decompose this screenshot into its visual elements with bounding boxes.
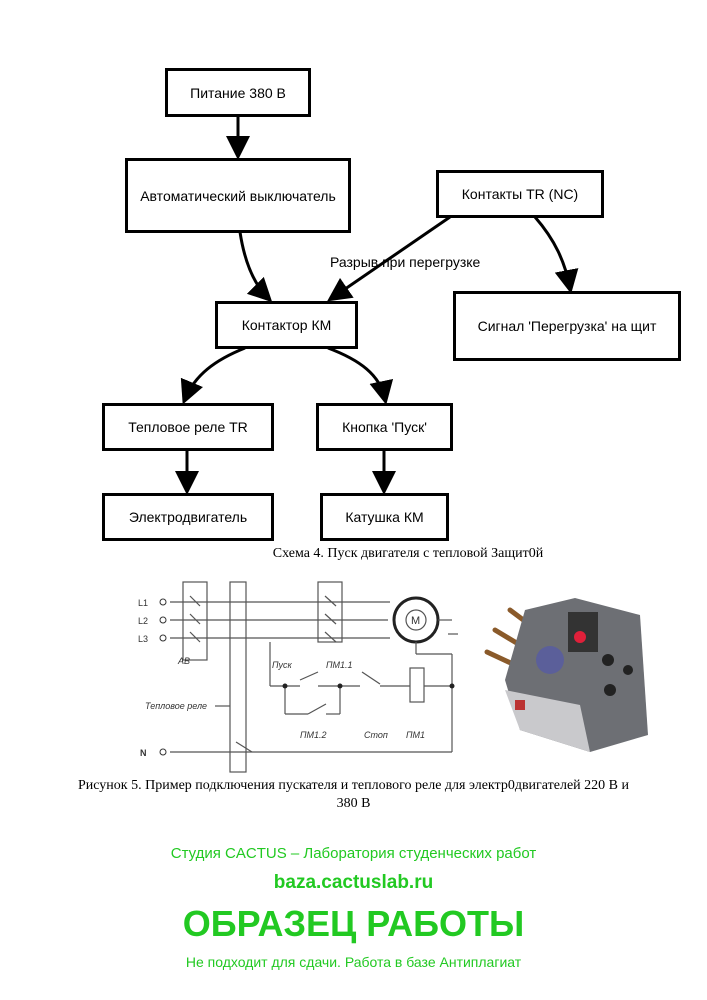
- label-motor-m: M: [411, 615, 420, 627]
- node-contactor: Контактор КМ: [215, 301, 358, 349]
- node-thermal-relay: Тепловое реле TR: [102, 403, 274, 451]
- label-pm12: ПМ1.2: [300, 730, 327, 740]
- arrow-contactor-thermal: [180, 346, 246, 405]
- caption-scheme-4: Схема 4. Пуск двигателя с тепловой Защит…: [272, 546, 544, 561]
- edge-label: Разрыв при перегрузке: [330, 254, 481, 270]
- arrow-contactor-button: [327, 346, 394, 405]
- label-l3: L3: [138, 634, 148, 644]
- watermark-sample: ОБРАЗЕЦ РАБОТЫ: [182, 903, 525, 944]
- label-stop: Стоп: [364, 730, 388, 740]
- arrow-trcontacts-contactor: [327, 215, 451, 302]
- watermark-studio: Студия CACTUS – Лаборатория студенческих…: [170, 845, 537, 862]
- node-start-button: Кнопка 'Пуск': [316, 403, 453, 451]
- watermark-notice: Не подходит для сдачи. Работа в базе Ант…: [185, 954, 522, 970]
- caption-figure-5-line1: Рисунок 5. Пример подключения пускателя …: [78, 778, 629, 793]
- arrow-breaker-contactor: [238, 231, 273, 303]
- caption-figure-5-line2: 380 В: [336, 796, 371, 811]
- node-breaker: Автоматический выключатель: [125, 158, 351, 233]
- node-signal: Сигнал 'Перегрузка' на щит: [453, 291, 681, 361]
- label-start: Пуск: [272, 660, 293, 670]
- label-l1: L1: [138, 598, 148, 608]
- node-motor: Электродвигатель: [102, 493, 274, 541]
- label-thermal-relay: Тепловое реле: [145, 701, 207, 711]
- label-pm1: ПМ1: [406, 730, 425, 740]
- watermark-site: baza.cactuslab.ru: [273, 872, 434, 893]
- label-l2: L2: [138, 616, 148, 626]
- node-power: Питание 380 В: [165, 68, 311, 117]
- node-tr-contacts: Контакты TR (NC): [436, 170, 604, 218]
- node-coil: Катушка КМ: [320, 493, 449, 541]
- arrow-trcontacts-signal: [533, 216, 579, 294]
- label-pm11: ПМ1.1: [326, 660, 353, 670]
- label-n: N: [140, 748, 147, 758]
- label-ab: АВ: [177, 656, 190, 666]
